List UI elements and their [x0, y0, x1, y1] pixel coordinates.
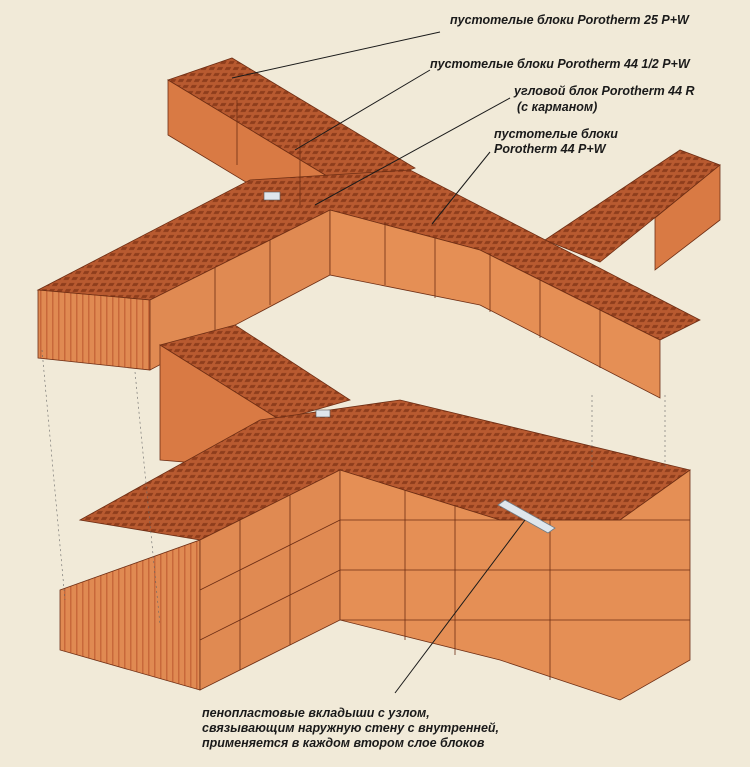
alignment-lines: [41, 349, 666, 626]
label-porotherm-25: пустотелые блоки Porotherm 25 P+W: [450, 13, 689, 27]
lower-wall-left-front: [59, 539, 201, 691]
upper-wall-right-face: [329, 209, 661, 399]
label-corner-block-line1: угловой блок Porotherm 44 R: [514, 84, 695, 98]
lower-assembly: [59, 324, 691, 701]
label-foam-line1: пенопластовые вкладыши с узлом,: [202, 706, 430, 720]
upper-outer-wall-front: [37, 289, 151, 371]
leader-lines: [231, 31, 526, 694]
lower-metal-plate: [315, 409, 331, 418]
foam-insert: [497, 499, 556, 534]
label-corner-block-line2: (с карманом): [517, 100, 598, 114]
label-porotherm-44-half: пустотелые блоки Porotherm 44 1/2 P+W: [430, 57, 690, 71]
upper-right-branch-side: [654, 164, 721, 271]
label-foam-line2: связывающим наружную стену с внутренней,: [202, 721, 500, 735]
upper-metal-plate: [263, 191, 281, 201]
label-porotherm-44-line2: Porotherm 44 P+W: [494, 142, 606, 156]
label-foam-line3: применяется в каждом втором слое блоков: [202, 736, 485, 750]
label-porotherm-44-line1: пустотелые блоки: [494, 127, 618, 141]
upper-layer: [36, 57, 721, 399]
